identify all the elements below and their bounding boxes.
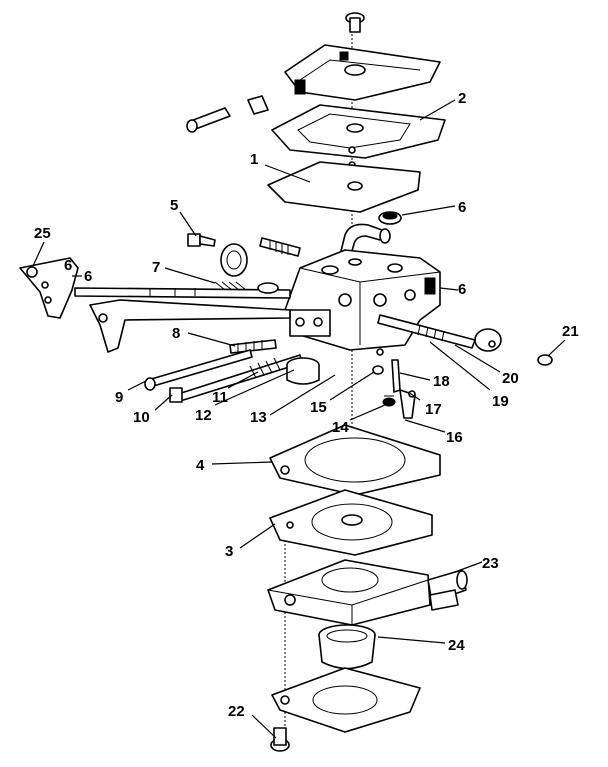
callout-6-lever-small: 6 bbox=[64, 257, 72, 274]
screw-part-5 bbox=[187, 233, 216, 247]
needle-part-9 bbox=[144, 349, 253, 391]
fuel-inlet-tube bbox=[339, 223, 391, 259]
callout-6-right-nut: 6 bbox=[458, 199, 466, 216]
callout-10: 10 bbox=[133, 409, 150, 426]
inlet-needle-assembly bbox=[382, 359, 416, 419]
callout-8: 8 bbox=[172, 325, 180, 342]
ring-part-15 bbox=[372, 348, 384, 375]
callout-17: 17 bbox=[425, 401, 442, 418]
callout-6-lever: 6 bbox=[84, 268, 92, 285]
callout-14: 14 bbox=[332, 419, 349, 436]
callout-15: 15 bbox=[310, 399, 327, 416]
carburetor-body bbox=[284, 249, 441, 351]
callout-5: 5 bbox=[170, 197, 178, 214]
callout-6-body: 6 bbox=[458, 281, 466, 298]
callout-21: 21 bbox=[562, 323, 579, 340]
callout-4: 4 bbox=[196, 457, 205, 474]
callout-25: 25 bbox=[34, 225, 51, 242]
needle-part-10 bbox=[169, 354, 303, 403]
callout-labels: 1 2 3 4 5 6 6 6 7 8 9 10 11 12 13 14 15 … bbox=[34, 90, 579, 720]
filter-cup-part-24 bbox=[318, 624, 376, 670]
top-screw bbox=[345, 12, 365, 33]
callout-9: 9 bbox=[115, 389, 123, 406]
metering-gasket-2 bbox=[271, 104, 446, 159]
gasket-part-4 bbox=[269, 424, 441, 496]
callout-2: 2 bbox=[458, 90, 466, 107]
diaphragm-part-3 bbox=[269, 489, 433, 556]
screw-part-22 bbox=[270, 727, 290, 752]
callout-1: 1 bbox=[250, 151, 258, 168]
callout-7: 7 bbox=[152, 259, 160, 276]
throttle-plate bbox=[220, 243, 248, 277]
choke-lever bbox=[89, 299, 291, 353]
callout-22: 22 bbox=[228, 703, 245, 720]
bottom-cover bbox=[271, 667, 421, 733]
callout-12: 12 bbox=[195, 407, 212, 424]
leader-lines bbox=[32, 99, 566, 739]
spring-part-8 bbox=[229, 339, 277, 354]
callout-18: 18 bbox=[433, 373, 450, 390]
callout-24: 24 bbox=[448, 637, 465, 654]
idle-screw-small bbox=[186, 95, 269, 133]
callout-13: 13 bbox=[250, 409, 267, 426]
callout-3: 3 bbox=[225, 543, 233, 560]
callout-11: 11 bbox=[212, 389, 228, 406]
metering-diaphragm-1 bbox=[267, 161, 421, 213]
callout-19: 19 bbox=[492, 393, 509, 410]
right-shaft-assembly bbox=[377, 314, 553, 366]
callout-23: 23 bbox=[482, 555, 499, 572]
pump-cover-part-23 bbox=[267, 559, 468, 626]
spring-part-7 bbox=[214, 281, 279, 294]
throttle-lever-25 bbox=[19, 257, 291, 319]
callout-16: 16 bbox=[446, 429, 463, 446]
spring-screw-upper bbox=[259, 237, 301, 257]
nut-part-6 bbox=[378, 211, 402, 225]
top-cover-plate bbox=[284, 44, 441, 101]
callout-20: 20 bbox=[502, 370, 519, 387]
cup-part-12 bbox=[286, 357, 320, 385]
